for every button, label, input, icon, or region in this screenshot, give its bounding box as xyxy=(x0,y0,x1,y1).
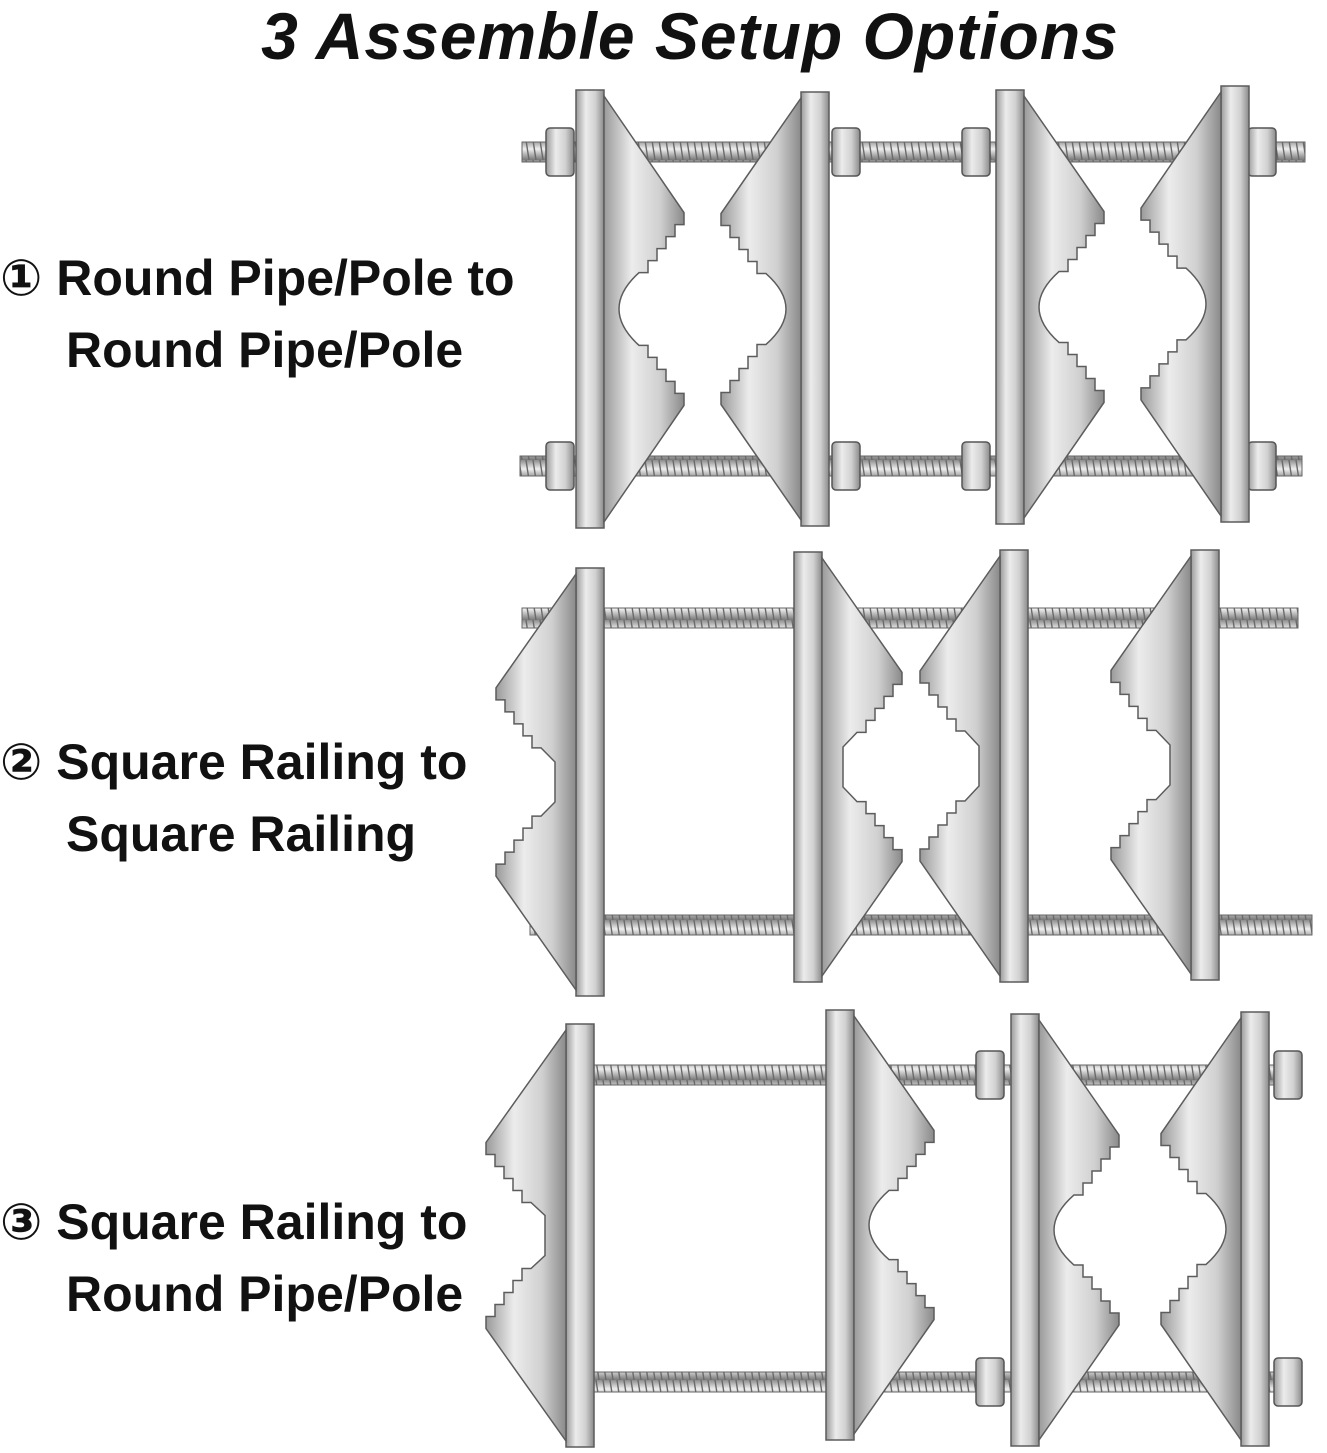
set3-top-nut-0 xyxy=(975,1050,1005,1100)
set2-top-rod xyxy=(521,607,1299,629)
page-title: 3 Assemble Setup Options xyxy=(261,0,1119,73)
set3-top-nut-1 xyxy=(1273,1050,1303,1100)
clamp-drawing-group xyxy=(485,85,1313,1448)
set1-bottom-rod xyxy=(519,455,1303,477)
option-1-line2: Round Pipe/Pole xyxy=(66,322,464,378)
option-3-line1: Square Railing to xyxy=(56,1194,468,1250)
set1-top-rod xyxy=(521,141,1306,163)
set1-top-nut-2 xyxy=(961,127,991,177)
set1-plate-d-bar xyxy=(1220,85,1250,523)
set1-plate-c-bar xyxy=(995,89,1025,525)
set1-plate-a-jaw xyxy=(603,93,685,525)
option-1-label: ① Round Pipe/Pole to Round Pipe/Pole xyxy=(0,242,515,386)
set1-bottom-nut-0 xyxy=(545,441,575,491)
set3-plate-a-jaw xyxy=(485,1027,567,1444)
option-1-number: ① xyxy=(0,250,43,306)
set1-plate-c-jaw xyxy=(1023,93,1105,521)
set1-bottom-nut-2 xyxy=(961,441,991,491)
set3-plate-a-bar xyxy=(565,1023,595,1448)
set3-top-rod xyxy=(589,1064,1301,1086)
set3-plate-d-jaw xyxy=(1160,1015,1242,1443)
option-2-line1: Square Railing to xyxy=(56,734,468,790)
set2-plate-c-jaw xyxy=(919,553,1001,979)
set3-plate-c-bar xyxy=(1010,1013,1040,1447)
set1-plate-a-bar xyxy=(575,89,605,529)
set3-plate-b-jaw xyxy=(853,1013,935,1437)
set2-plate-c-bar xyxy=(999,549,1029,983)
set2-plate-d-bar xyxy=(1190,549,1220,981)
set2-plate-b-jaw xyxy=(821,555,903,979)
option-3-line2: Round Pipe/Pole xyxy=(66,1266,464,1322)
set1-bottom-nut-1 xyxy=(831,441,861,491)
set1-plate-b-bar xyxy=(800,91,830,527)
option-1-line1: Round Pipe/Pole to xyxy=(56,250,515,306)
set3-bottom-nut-0 xyxy=(975,1357,1005,1407)
set3-plate-c-jaw xyxy=(1038,1017,1120,1443)
option-3-number: ③ xyxy=(0,1194,43,1250)
option-2-label: ② Square Railing to Square Railing xyxy=(0,726,467,870)
set2-plate-a-jaw xyxy=(495,571,577,993)
set2-plate-a-bar xyxy=(575,567,605,997)
set1-plate-b-jaw xyxy=(720,95,802,523)
option-2-line2: Square Railing xyxy=(66,806,417,862)
set1-top-nut-3 xyxy=(1247,127,1277,177)
set1-top-nut-1 xyxy=(831,127,861,177)
set3-plate-d-bar xyxy=(1240,1011,1270,1447)
option-2-number: ② xyxy=(0,734,43,790)
set1-top-nut-0 xyxy=(545,127,575,177)
set3-bottom-nut-1 xyxy=(1273,1357,1303,1407)
set1-plate-d-jaw xyxy=(1140,89,1222,519)
set2-plate-d-jaw xyxy=(1110,553,1192,977)
set3-plate-b-bar xyxy=(825,1009,855,1441)
option-3-label: ③ Square Railing to Round Pipe/Pole xyxy=(0,1186,467,1330)
set2-plate-b-bar xyxy=(793,551,823,983)
set1-bottom-nut-3 xyxy=(1247,441,1277,491)
